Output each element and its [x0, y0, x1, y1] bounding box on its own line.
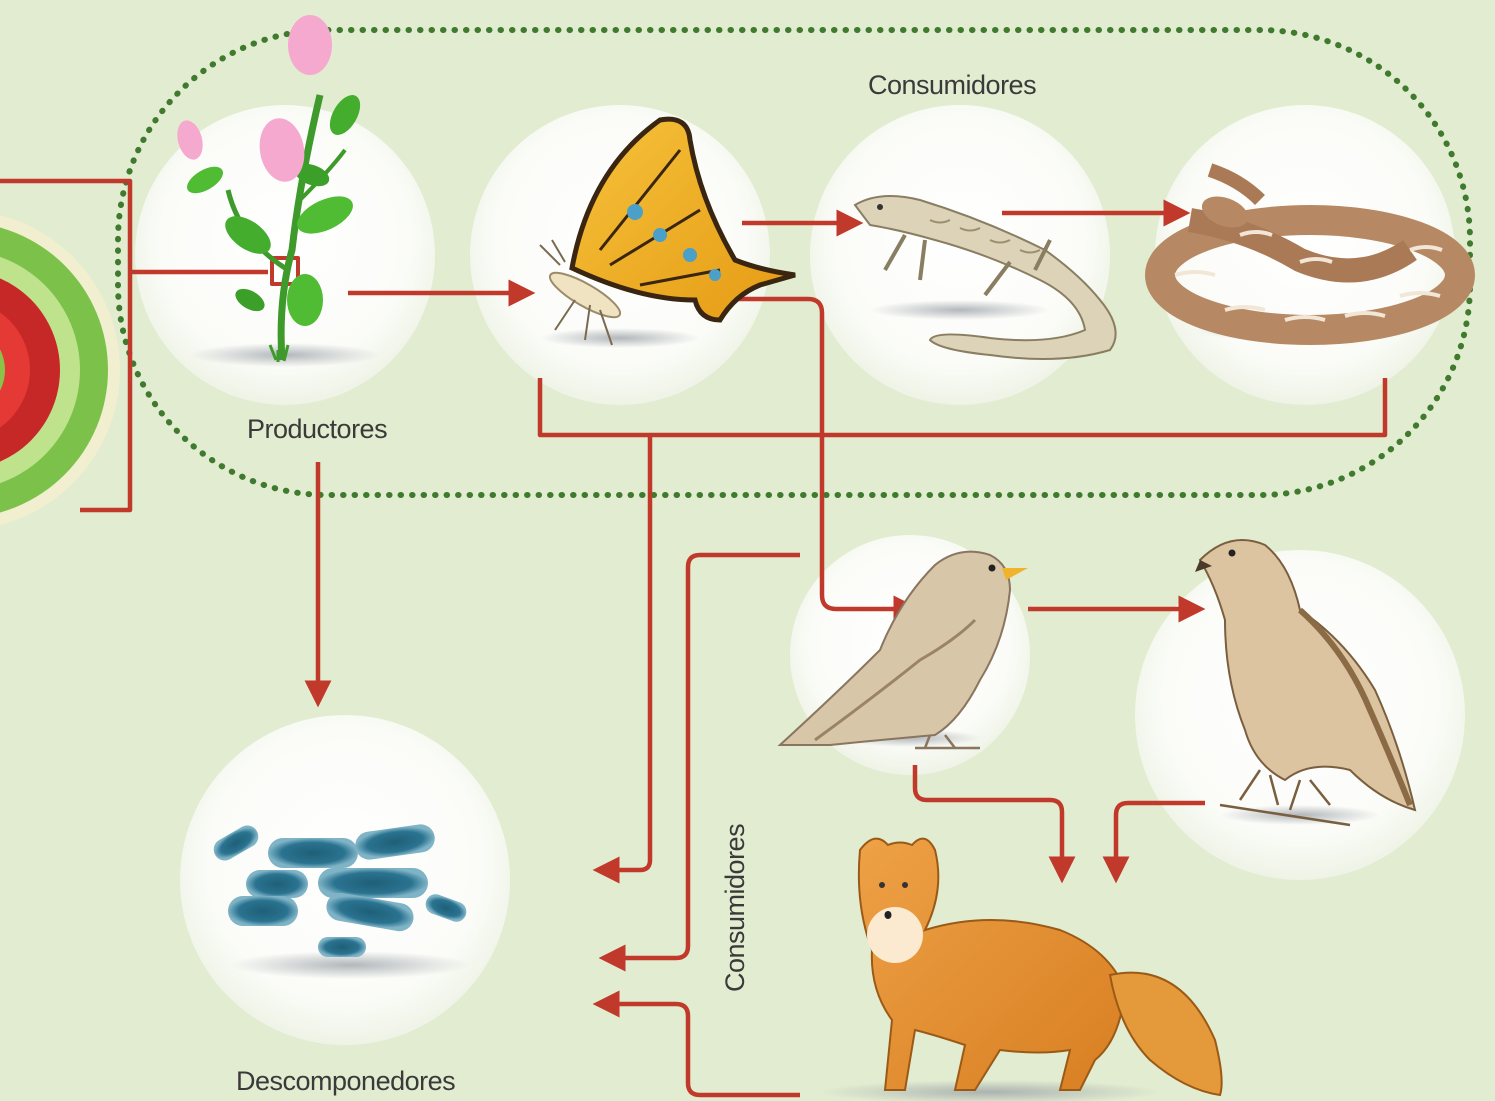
decomposers-label: Descomponedores: [236, 1066, 455, 1097]
consumers-label-side: Consumidores: [720, 882, 751, 992]
fox-icon: [859, 839, 1222, 1095]
consumers-label-top: Consumidores: [868, 70, 1036, 101]
earth-layers-icon: [0, 210, 120, 530]
arrow-fox-decomposers: [598, 1004, 800, 1095]
lizard-circle: [810, 105, 1110, 405]
producers-label: Productores: [247, 414, 387, 445]
arrow-sparrow-decomposers: [604, 555, 800, 958]
arrow-top-chain-decomposers: [598, 435, 650, 870]
